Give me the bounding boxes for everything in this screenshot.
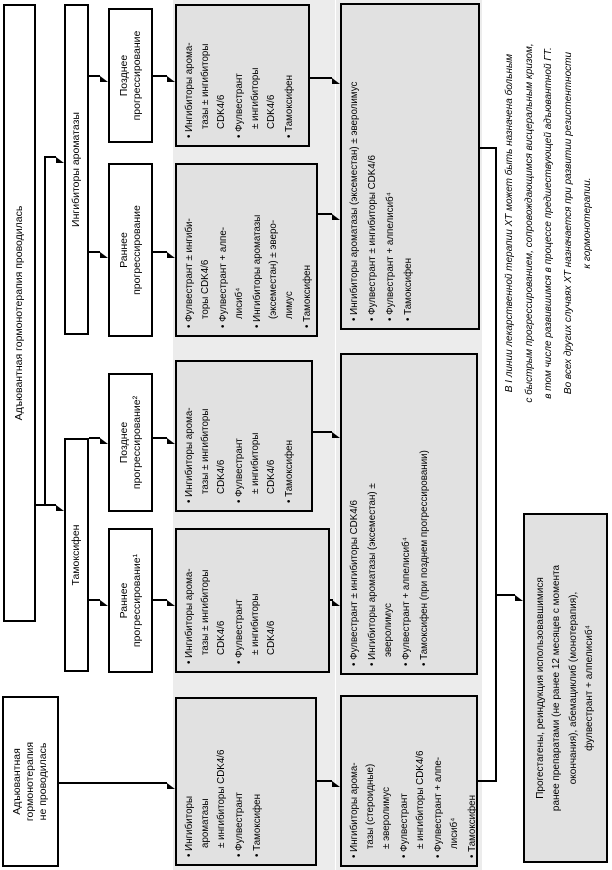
box-first-line-no-adjuvant: • Ингибиторы ароматазы ± ингибиторы CDK4… (175, 697, 317, 866)
connector-line (59, 782, 167, 784)
list-item: • Фулвестрант ± ингибиторы CDK4/6 (349, 500, 360, 666)
box-aromatase-inhibitors-branch: Ингибиторы ароматазы (64, 4, 89, 335)
list-item: • Фулвестрант + алпелисиб⁴ (385, 192, 396, 321)
list-item: • Ингибиторы арома- тазы ± ингибиторы CD… (184, 407, 227, 503)
connector-line (153, 251, 167, 253)
connector-line (89, 437, 100, 439)
list-item: • Тамоксифен (252, 793, 263, 857)
connector-line (318, 213, 332, 215)
box-second-line-no-adjuvant: • Ингибиторы арома- тазы (стероидные) ± … (340, 695, 478, 867)
arrow-down-icon (56, 157, 64, 163)
list-item: • Тамоксифен (403, 257, 414, 321)
box-first-line-tamoxifen-early: • Ингибиторы арома- тазы ± ингибиторы CD… (175, 528, 330, 673)
box-late-progression-tamoxifen: Позднее прогрессирование² (108, 373, 153, 512)
arrow-down-icon (332, 214, 340, 220)
arrow-down-icon (100, 76, 108, 82)
arrow-down-icon (167, 783, 175, 789)
box-late-progression-ai: Позднее прогрессирование (108, 8, 153, 143)
connector-line (495, 147, 497, 782)
list-item: • Тамоксифен (302, 264, 313, 328)
list-item: • Ингибиторы арома- тазы ± ингибиторы CD… (184, 42, 227, 138)
arrow-down-icon (100, 252, 108, 258)
list-item: • Фулвестрант + алпелисиб⁴ (401, 537, 412, 666)
connector-line (46, 156, 56, 158)
connector-line (313, 431, 332, 433)
box-first-line-tamoxifen-late: • Ингибиторы арома- тазы ± ингибиторы CD… (175, 360, 313, 512)
list-item: • Фулвестрант + алпе- лисиб⁴ (433, 756, 460, 858)
box-second-line-tamoxifen: • Фулвестрант ± ингибиторы CDK4/6 • Ингиб… (340, 353, 478, 675)
list-item: • Ингибиторы ароматазы (эксеместан) ± эв… (349, 81, 360, 321)
arrow-down-icon (167, 252, 175, 258)
connector-line (46, 504, 56, 506)
connector-line (497, 594, 515, 596)
list-item: • Фулвестрант ± ингибиторы CDK4/6 (367, 155, 378, 321)
arrow-down-icon (332, 432, 340, 438)
connector-line (153, 75, 167, 77)
box-adjuvant-not-done: Адъювантная гормонотерапия не проводилас… (2, 696, 59, 867)
connector-line (89, 75, 100, 77)
list-item: • Фулвестрант ± ингибиторы CDK4/6 (234, 67, 277, 138)
box-tamoxifen-branch: Тамоксифен (64, 438, 89, 672)
connector-line (317, 780, 332, 782)
connector-line (44, 156, 46, 506)
list-item: • Ингибиторы ароматазы (эксеместан) ± эв… (367, 483, 394, 666)
arrow-down-icon (167, 600, 175, 606)
box-first-line-ai-early: • Фулвестрант ± ингиби- торы CDK4/6 • Фул… (175, 163, 318, 337)
note-chemotherapy: В I линии лекарственной терапии ХТ может… (504, 43, 593, 403)
list-item: • Фулвестрант ± ингибиторы CDK4/6 (234, 593, 277, 664)
list-item: • Ингибиторы арома- тазы ± ингибиторы CD… (184, 568, 227, 664)
box-first-line-ai-late: • Ингибиторы арома- тазы ± ингибиторы CD… (175, 4, 310, 147)
list-item: • Ингибиторы ароматазы ± ингибиторы CDK4… (184, 749, 227, 857)
list-item: • Фулвестрант ± ингиби- торы CDK4/6 (184, 218, 211, 328)
box-adjuvant-done: Адъювантная гормонотерапия проводилась (3, 4, 36, 622)
arrow-down-icon (515, 595, 523, 601)
list-item: • Тамоксифен (284, 74, 295, 138)
box-early-progression-tamoxifen: Раннее прогрессирование¹ (108, 528, 153, 673)
list-item: • Фулвестрант + алпе- лисиб⁴ (218, 226, 245, 328)
connector-line (310, 77, 332, 79)
arrow-down-icon (332, 781, 340, 787)
arrow-down-icon (56, 505, 64, 511)
arrow-down-icon (167, 76, 175, 82)
list-item: • Ингибиторы ароматазы (эксеместан) ± эв… (252, 214, 295, 328)
list-item: • Тамоксифен (при позднем прогрессирован… (419, 450, 430, 666)
connector-line (153, 437, 167, 439)
connector-line (89, 599, 100, 601)
arrow-down-icon (100, 600, 108, 606)
box-second-line-ai: • Ингибиторы ароматазы (эксеместан) ± эв… (340, 3, 480, 330)
arrow-down-icon (167, 438, 175, 444)
arrow-down-icon (332, 600, 340, 606)
list-item: • Ингибиторы арома- тазы (стероидные) ± … (349, 762, 392, 858)
connector-line (153, 599, 167, 601)
connector-line (89, 251, 100, 253)
box-progestins: Прогестагены, реиндукция использовавшими… (523, 513, 608, 863)
list-item: • Фулвестрант ± ингибиторы CDK4/6 (399, 750, 426, 858)
list-item: • Тамоксифен (284, 439, 295, 503)
list-item: • Фулвестрант ± ингибиторы CDK4/6 (234, 432, 277, 503)
arrow-down-icon (332, 78, 340, 84)
list-item: • Фулвестрант (234, 792, 245, 857)
arrow-down-icon (100, 438, 108, 444)
box-early-progression-ai: Раннее прогрессирование (108, 163, 153, 337)
